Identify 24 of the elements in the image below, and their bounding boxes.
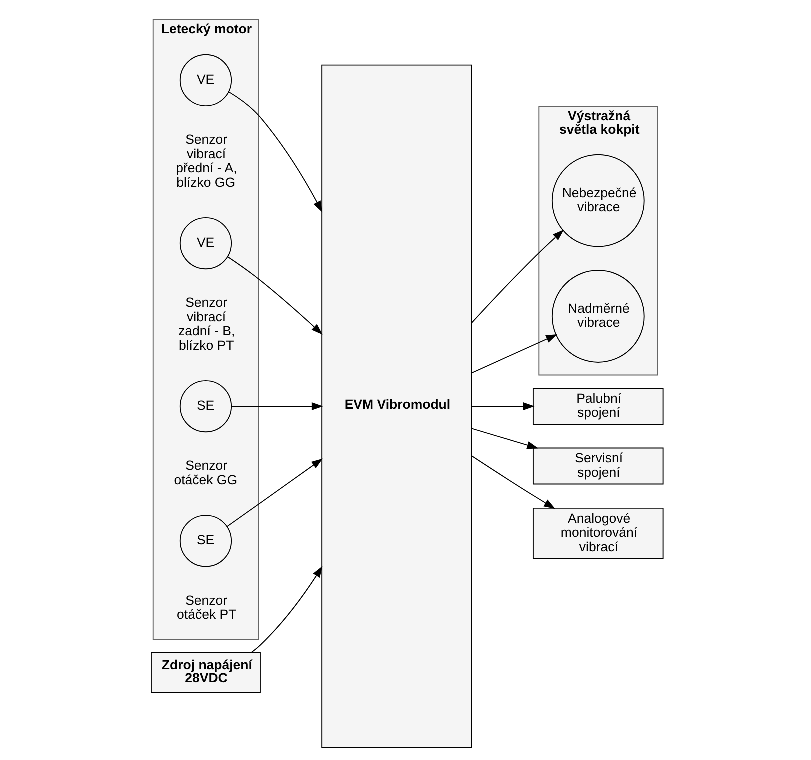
node-circle: VE [180, 217, 232, 270]
node-box: EVM Vibromodul [322, 64, 472, 748]
node-box: Servisní spojení [532, 448, 664, 485]
node-box: Palubní spojení [532, 388, 664, 426]
arrow [250, 566, 323, 654]
arrow [471, 428, 539, 450]
node-circle: VE [180, 54, 232, 107]
arrow [228, 92, 323, 213]
node-circle: SE [180, 380, 232, 433]
node-box: Zdroj napájení 28VDC [151, 652, 261, 694]
arrow [471, 230, 564, 324]
arrow [226, 458, 324, 528]
node-label: Senzor vibrací přední - A, blízko GG [176, 132, 238, 190]
arrow [472, 456, 556, 510]
arrow [471, 334, 558, 374]
node-circle: Nadměrné vibrace [552, 270, 645, 363]
arrow [231, 402, 324, 411]
node-circle: SE [180, 515, 232, 568]
node-label: Senzor vibrací zadní - B, blízko PT [178, 295, 236, 353]
arrow [228, 256, 323, 335]
arrow [471, 402, 535, 411]
node-box: Analogové monitorování vibrací [532, 508, 664, 560]
node-label: Senzor otáček PT [177, 592, 237, 622]
node-label: Senzor otáček GG [174, 458, 238, 488]
